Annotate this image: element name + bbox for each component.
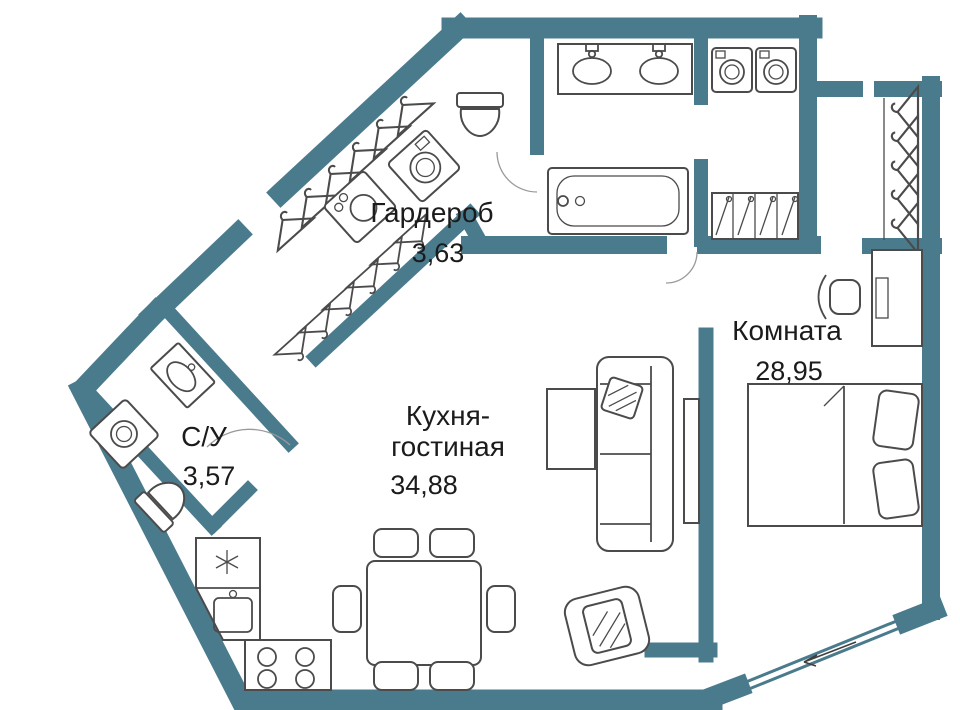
stove-icon <box>244 639 332 691</box>
armchair-icon <box>563 585 651 667</box>
bedroom-area: 28,95 <box>755 356 823 386</box>
washer-icon-su <box>89 399 159 469</box>
double-sink-icon <box>557 43 693 95</box>
kitchen-living-fixtures <box>195 356 700 691</box>
chair-icon <box>429 661 475 691</box>
bathtub-icon <box>547 167 689 235</box>
door-arcs <box>206 151 698 448</box>
chair-icon <box>373 528 419 558</box>
su-area: 3,57 <box>183 461 236 491</box>
su-fixtures <box>89 342 216 533</box>
wardrobe-fixtures <box>259 83 461 372</box>
dining-table-icon <box>366 560 482 666</box>
su-door-arc <box>206 428 291 448</box>
washer-icon <box>387 129 461 203</box>
shelf-rack-icon <box>711 192 799 240</box>
washing-machines-icon <box>711 47 797 93</box>
balcony-door-arrow-icon <box>803 641 857 667</box>
toilet-icon-su <box>134 481 186 533</box>
pillow-icon <box>872 389 920 451</box>
dining-chairs <box>332 528 516 691</box>
bedroom-fixtures <box>747 85 923 527</box>
kitchen-area: 34,88 <box>390 470 458 500</box>
bathroom-door-arc <box>665 251 698 284</box>
kitchen-label-line1: Кухня- <box>406 400 490 431</box>
wardrobe-label: Гардероб <box>370 197 493 228</box>
wc-door-arc <box>496 151 538 193</box>
chair-icon <box>373 661 419 691</box>
fridge-icon <box>215 550 239 574</box>
bed-icon <box>747 383 923 527</box>
wardrobe-area: 3,63 <box>412 238 465 268</box>
pillow-icon <box>600 376 644 420</box>
room-labels: Гардероб 3,63 Комната 28,95 Кухня- гости… <box>181 197 842 500</box>
kitchen-label-line2: гостиная <box>391 431 505 462</box>
bedroom-label: Комната <box>732 315 842 346</box>
chair-icon <box>486 585 516 633</box>
chair-icon <box>332 585 362 633</box>
sink-icon <box>150 342 216 409</box>
pillow-icon <box>872 458 920 520</box>
toilet-icon <box>456 92 504 138</box>
top-strip-fixtures <box>456 43 799 240</box>
tv-console-icon <box>683 398 700 524</box>
desk-icon <box>871 249 923 347</box>
kitchen-sink-icon <box>213 589 253 633</box>
dryer-icon <box>323 171 397 243</box>
walls <box>67 12 948 710</box>
su-label: С/У <box>181 421 227 452</box>
sofa-icon <box>596 356 674 552</box>
balcony-glazing <box>740 616 908 693</box>
coffee-table-icon <box>546 388 596 470</box>
closet-hangers <box>883 85 920 255</box>
desk-chair-icon <box>817 274 861 320</box>
kitchen-counter <box>195 537 332 691</box>
chair-icon <box>429 528 475 558</box>
